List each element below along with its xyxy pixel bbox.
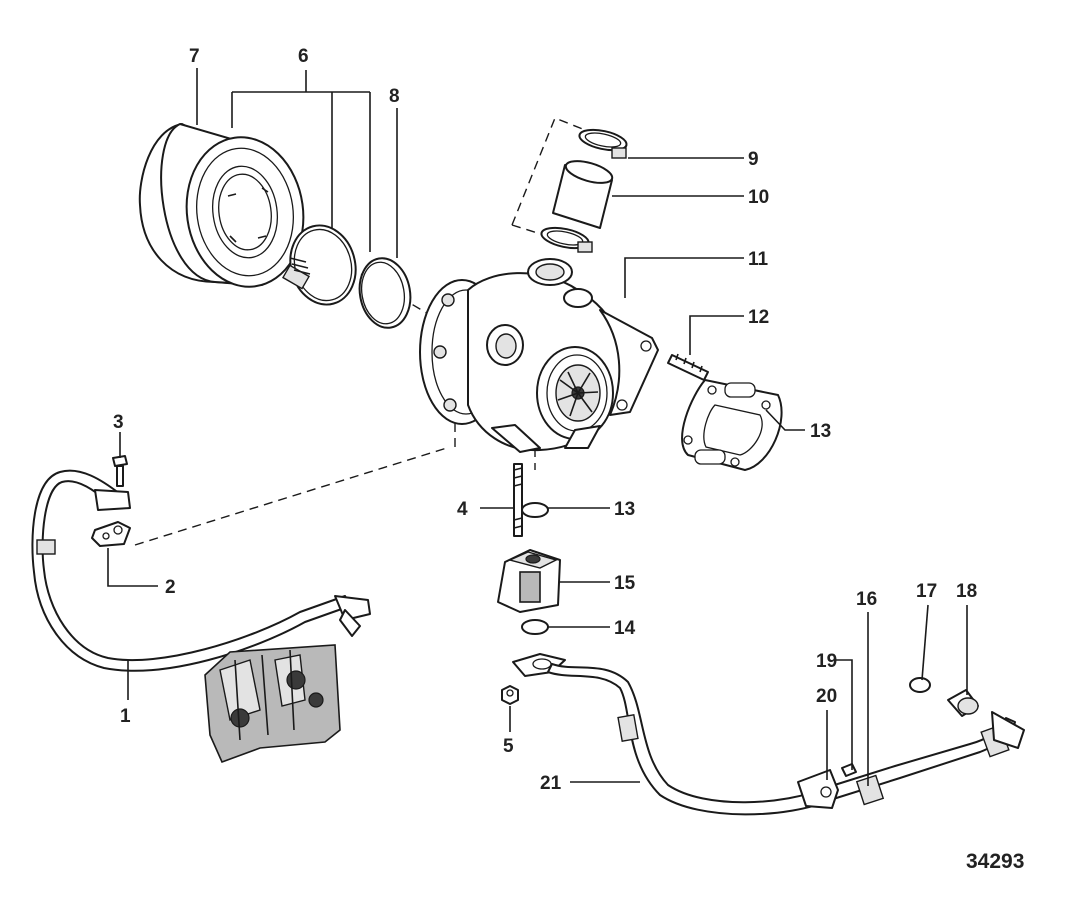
- flange-nut: [501, 685, 519, 705]
- callout-8: 8: [389, 86, 400, 107]
- leader-lines: [107, 68, 968, 786]
- callout-1: 1: [120, 706, 131, 727]
- adapter-sleeve: [358, 257, 412, 329]
- callout-17: 17: [916, 581, 937, 602]
- callout-14-lower: 14: [614, 618, 636, 639]
- tube-bracket: [797, 763, 857, 809]
- air-filter: [138, 123, 305, 288]
- callout-12: 12: [748, 307, 769, 328]
- callout-20: 20: [816, 686, 837, 707]
- callout-2: 2: [165, 577, 176, 598]
- callout-16: 16: [856, 589, 877, 610]
- coolant-hose-assembly: [540, 128, 628, 253]
- turbocharger: [419, 258, 659, 453]
- callout-6: 6: [298, 46, 309, 67]
- callout-labels: 7 6 8 9 10 11 12 13 3 2 1 4 13 15 14 5 2…: [113, 46, 977, 794]
- callout-15: 15: [614, 573, 636, 594]
- bolt-and-gasket: [91, 455, 131, 547]
- callout-18: 18: [956, 581, 977, 602]
- callout-11: 11: [748, 249, 769, 270]
- oil-drain-tube: [512, 653, 1025, 816]
- o-ring-upper: [521, 502, 549, 518]
- callout-14-upper: 13: [614, 499, 635, 520]
- callout-13: 13: [810, 421, 831, 442]
- engine-block-section: [204, 644, 341, 764]
- callout-7: 7: [189, 46, 200, 67]
- callout-10: 10: [748, 187, 769, 208]
- drain-stud: [513, 463, 523, 537]
- oil-drain-adapter: [497, 549, 561, 613]
- hose-clamp: [282, 224, 357, 306]
- o-ring-lower: [521, 619, 549, 635]
- compressor-wheel: [557, 371, 599, 417]
- fitting-assembly: [909, 677, 979, 717]
- callout-21: 21: [540, 773, 562, 794]
- stud: [667, 353, 709, 381]
- callout-3: 3: [113, 412, 124, 433]
- oil-supply-tube: [31, 469, 371, 672]
- exhaust-gasket: [681, 379, 783, 471]
- callout-9: 9: [748, 149, 759, 170]
- callout-5: 5: [503, 736, 514, 757]
- callout-19: 19: [816, 651, 837, 672]
- reference-number: 34293: [966, 850, 1024, 873]
- callout-4: 4: [457, 499, 468, 520]
